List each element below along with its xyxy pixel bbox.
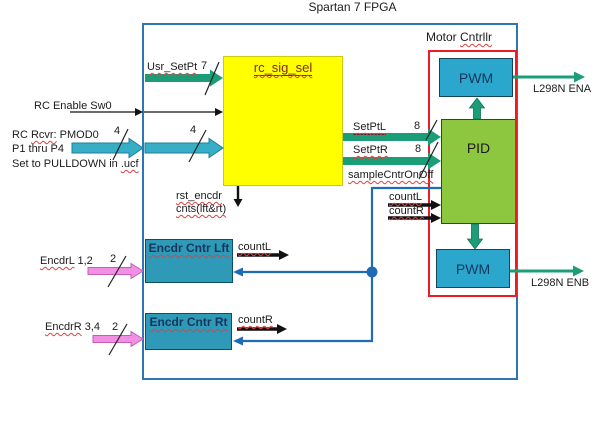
rc-bus-width-label-outer: 4	[114, 125, 121, 137]
feedback-junction-dot	[366, 266, 378, 278]
setptr-width-label: 8	[415, 143, 422, 155]
rc-sig-sel-label: rc_sig_sel	[253, 60, 313, 76]
pwm-bottom-label: PWM	[455, 260, 491, 277]
encoder-counter-left-block: Encdr Cntr Lft	[145, 239, 233, 283]
rc-bus-width-label-inner: 4	[190, 124, 197, 136]
l298n-ena-label: L298N ENA	[533, 83, 592, 95]
encdrl-input-arrow	[87, 262, 144, 280]
encoder-counter-right-label: Encdr Cntr Rt	[149, 315, 228, 329]
rc-sig-sel-block	[223, 56, 343, 186]
encdrl-label: EncdrL 1,2	[40, 255, 93, 267]
pid-to-pwm-bottom-arrow	[466, 223, 484, 250]
motor-controller-label: Motor Cntrllr	[426, 30, 493, 44]
usr-setpt-label: Usr_SetPt	[147, 61, 198, 73]
usr-setpt-arrow	[145, 69, 223, 87]
usr-setpt-bus-slash	[204, 61, 220, 96]
rc-enable-arrowhead-block	[215, 108, 223, 116]
setptl-label: SetPtL	[353, 121, 387, 135]
encdrr-label: EncdrR 3,4	[45, 321, 101, 333]
l298n-enb-label: L298N ENB	[531, 277, 590, 289]
encdrl-bus-width-label: 2	[110, 253, 117, 265]
pwm-top-label: PWM	[458, 69, 494, 86]
encdrr-bus-width-label: 2	[112, 321, 119, 333]
setptr-label: SetPtR	[353, 144, 388, 156]
rst-encdr-label-line2: cnts(lft&rt)	[176, 203, 227, 215]
sample-cntr-wire	[418, 141, 439, 180]
fpga-boundary-box	[142, 23, 518, 380]
countr-pid-label: countR	[389, 205, 424, 217]
setptl-width-label: 8	[414, 120, 421, 132]
countr-encoder-label: countR	[238, 314, 273, 326]
countl-to-pid-arrow	[388, 200, 441, 210]
pid-label: PID	[466, 140, 491, 156]
countr-output-arrow	[237, 324, 287, 334]
pid-to-pwm-top-arrow	[468, 97, 486, 120]
rc-rcvr-pins-label: P1 thru P4	[12, 143, 64, 155]
setptl-arrow	[343, 128, 441, 146]
rst-encdr-label-line1: rst_encdr	[176, 190, 222, 202]
pwm-top-block: PWM	[439, 58, 513, 97]
feedback-arrowhead-left-encoder	[233, 267, 243, 277]
rc-rcvr-arrow-inner	[144, 137, 224, 159]
rc-rcvr-bus-slash-outer	[112, 128, 129, 161]
l298n-enb-arrow	[510, 265, 584, 277]
usr-setpt-width-label: 7	[201, 60, 208, 72]
countl-pid-label: countL	[389, 191, 423, 203]
countl-encoder-label: countL	[238, 241, 272, 253]
encoder-counter-right-block: Encdr Cntr Rt	[145, 313, 232, 350]
pulldown-note-label: Set to PULLDOWN in .ucf	[12, 158, 139, 170]
feedback-wire-main	[242, 186, 441, 343]
countl-output-arrow	[237, 250, 289, 260]
rc-rcvr-bus-slash-inner	[188, 129, 207, 163]
rc-enable-arrowhead-border	[135, 108, 143, 116]
diagram-title: Spartan 7 FPGA	[308, 0, 397, 14]
encdrl-bus-slash	[107, 255, 127, 288]
motor-controller-box	[428, 50, 517, 297]
countr-to-pid-arrow	[388, 213, 441, 223]
setptr-arrow	[343, 152, 441, 170]
encdrr-bus-slash	[108, 323, 128, 356]
rc-rcvr-label: RC Rcvr: PMOD0	[12, 129, 99, 141]
l298n-ena-arrow	[513, 71, 585, 83]
encoder-counter-left-label: Encdr Cntr Lft	[148, 241, 230, 255]
pwm-bottom-block: PWM	[436, 249, 510, 288]
rst-encdr-arrow	[233, 186, 243, 207]
rc-enable-label: RC Enable Sw0	[34, 100, 112, 112]
sample-cntr-label: sampleCntrOnOff	[348, 169, 434, 181]
setptl-bus-slash	[425, 119, 438, 141]
feedback-arrowhead-right-encoder	[233, 336, 243, 346]
rc-rcvr-arrow-outer	[71, 137, 144, 159]
